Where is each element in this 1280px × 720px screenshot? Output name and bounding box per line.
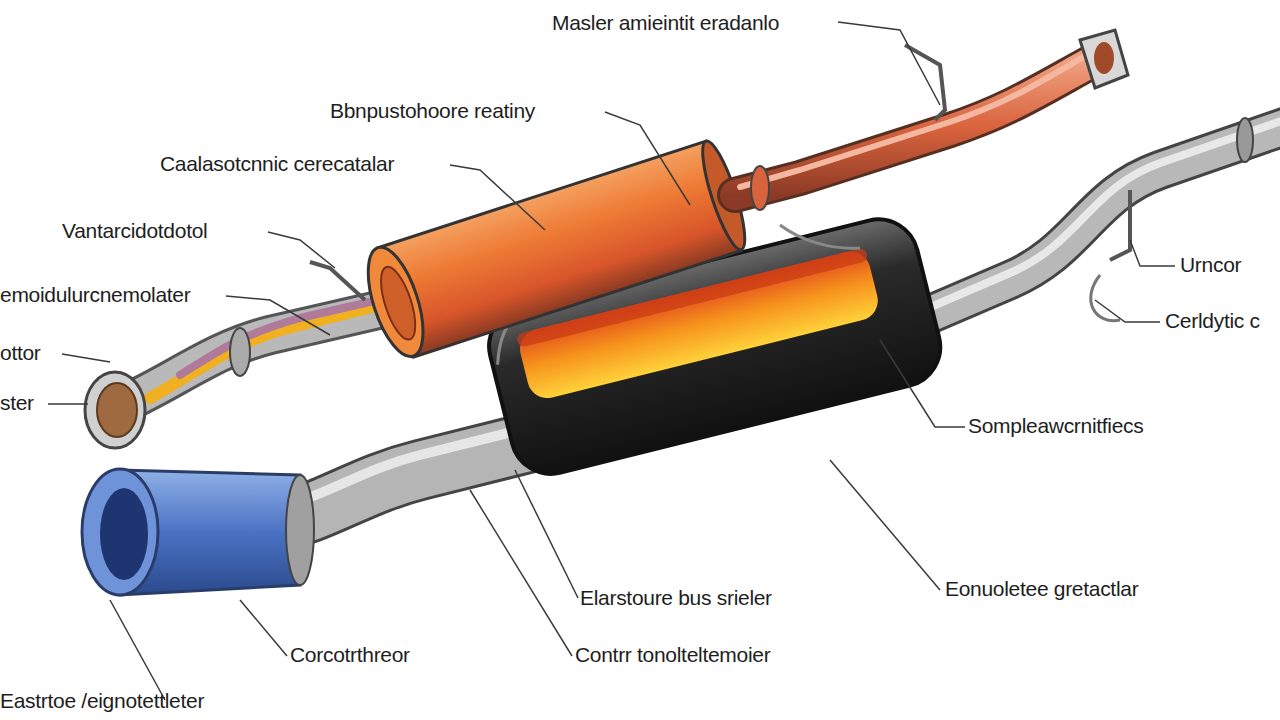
leader-line [240, 600, 287, 656]
hanger [1091, 275, 1120, 321]
pipe-joint [286, 475, 314, 585]
part-label: Eastrtoe /eignotettleter [0, 688, 204, 714]
muffler-body [378, 141, 742, 357]
part-label: Eonuoletee gretactlar [945, 576, 1138, 602]
part-label: emoidulurcnemolater [0, 282, 190, 308]
part-label: Masler amieintit eradanlo [552, 10, 779, 36]
leader-line [470, 490, 572, 656]
leader-line [880, 340, 965, 427]
leader-line [605, 112, 690, 205]
part-label: Sompleawcrnitfiecs [968, 413, 1144, 439]
orange-muffler [357, 137, 753, 363]
hanger [780, 225, 860, 248]
muffler-end [374, 263, 422, 343]
tail-pipe [82, 425, 540, 595]
part-label: Corcotrthreor [290, 642, 410, 668]
leader-lines [48, 22, 1175, 700]
pipe-joint [1237, 118, 1253, 162]
leader-line [48, 403, 88, 405]
part-label: Contrr tonolteltemoier [575, 642, 770, 668]
leader-line [1130, 240, 1175, 266]
flange-opening [97, 383, 137, 437]
leader-line [110, 600, 165, 700]
part-label: Cerldytic c [1165, 308, 1260, 334]
part-label: Urncor [1180, 252, 1241, 278]
pipe-stripe [150, 300, 400, 398]
part-label: Caalasotcnnic cerecatalar [160, 151, 394, 177]
leader-line [838, 22, 940, 105]
part-label: Vantarcidotdotol [62, 218, 207, 244]
leader-line [1095, 300, 1160, 322]
part-label: Elarstoure bus srieler [580, 585, 772, 611]
pipe-highlight [740, 52, 1092, 187]
pipe-joint [751, 166, 769, 210]
muffler-end [357, 241, 434, 363]
lower-pipe [905, 118, 1280, 325]
tail-tip-opening [100, 488, 148, 580]
part-label: ottor [0, 340, 41, 366]
upper-pipe-rear [735, 30, 1128, 248]
flange-opening [1094, 42, 1114, 74]
tail-tip-rim [82, 469, 158, 595]
pipe-joint [230, 328, 250, 376]
hanger [1110, 190, 1130, 260]
part-label: ster [0, 390, 34, 416]
leader-line [450, 165, 545, 230]
leader-line [226, 296, 330, 335]
leader-line [830, 460, 940, 590]
pipe-stripe [180, 295, 400, 375]
hanger [310, 262, 365, 300]
part-label: Bbnpustohoore reatiny [330, 98, 535, 124]
leader-line [268, 232, 335, 268]
flange [1080, 30, 1128, 88]
flange [85, 372, 145, 448]
leader-line [62, 354, 110, 362]
hanger [905, 45, 945, 120]
